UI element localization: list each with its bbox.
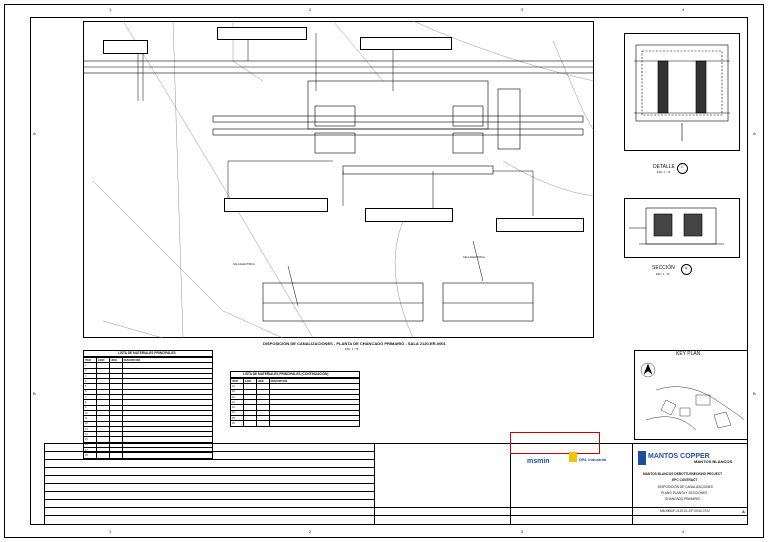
col-marker-3: 3: [521, 7, 524, 12]
section-bubble: [681, 264, 692, 275]
detail-label: DETALLE: [653, 164, 675, 170]
col-marker-4: 4: [682, 7, 685, 12]
table-cell: [121, 452, 214, 459]
section-label: SECCIÓN: [652, 265, 675, 271]
section-frame: [624, 198, 740, 258]
detail-scale: ESC: 1 : 10: [657, 171, 671, 174]
col-marker-1-bottom: 1: [109, 529, 112, 534]
contract-name: EPC CONTRACT: [672, 478, 698, 482]
section-scale: ESC: 1 : 10: [656, 273, 670, 276]
callout-note-5: [365, 208, 453, 222]
row-marker-b-right: B: [753, 391, 756, 396]
plan-drawing: [83, 21, 594, 338]
table-row: 26: [230, 420, 361, 427]
drawing-title-3: CHANCADO PRIMARIO: [665, 497, 700, 501]
key-plan-title: KEY PLAN: [676, 351, 701, 357]
outer-frame: [4, 4, 764, 538]
callout-note-1: [103, 40, 148, 54]
col-marker-2: 2: [309, 7, 312, 12]
table-cell: [95, 452, 110, 459]
room-label-left: SALA ELECTRICA: [233, 263, 255, 266]
plan-viewport: [83, 21, 594, 338]
table-row: 8: [83, 399, 214, 406]
key-plan-map: [640, 362, 745, 431]
site-name: MANTOS BLANCOS: [694, 459, 733, 464]
plan-scale: ESC: 1 : 75: [345, 348, 359, 351]
title-block: [44, 443, 748, 525]
materials-cont-header: [230, 371, 360, 378]
key-plan-frame: [634, 350, 748, 440]
col-marker-3-bottom: 3: [521, 529, 524, 534]
col-marker-2-bottom: 2: [309, 529, 312, 534]
detail-drawing: [634, 44, 730, 141]
table-cell: [255, 420, 270, 427]
callout-note-6: [496, 218, 584, 232]
callout-note-3: [360, 37, 452, 50]
room-label-right: SALA ELECTRICA: [463, 256, 485, 259]
revision: A: [742, 509, 745, 514]
drawing-title-1: DISPOSICIÓN DE CANALIZACIONES: [658, 485, 713, 489]
drawing-title-2: PLANO PLANTA Y SECCIONES: [661, 491, 708, 495]
client-logo-badge: [638, 451, 646, 465]
materials-main-title: LISTA DE MATERIALES PRINCIPALES: [118, 351, 176, 355]
detail-frame: [624, 33, 740, 151]
red-note-box: [510, 432, 600, 454]
materials-cont-title: LISTA DE MATERIALES PRINCIPALES (CONTINU…: [243, 372, 329, 376]
project-name: MANTOS BLANCOS DEBOTTLENECKING PROJECT: [643, 472, 723, 476]
row-marker-a-right: A: [753, 131, 756, 136]
drawing-number: MB-MBDP-2120-EL-EP-0040-0702: [660, 509, 710, 513]
row-marker-a: A: [33, 131, 36, 136]
contractor-logo-drl: DRL Industrial: [579, 457, 607, 462]
table-cell: [268, 420, 361, 427]
row-marker-b: B: [33, 391, 36, 396]
detail-number: 1: [681, 165, 683, 169]
callout-note-4: [224, 198, 328, 212]
col-marker-1: 1: [109, 7, 112, 12]
materials-main-header: [83, 350, 213, 357]
table-row: 18: [83, 452, 214, 459]
section-drawing: [629, 207, 724, 245]
contractor-logo-drl-badge: [569, 452, 577, 462]
contractor-logo-msmin: msmin: [527, 458, 550, 465]
client-logo: MANTOS COPPER: [648, 453, 710, 460]
col-marker-4-bottom: 4: [682, 529, 685, 534]
detail-bubble: [677, 163, 688, 174]
table-cell: 26: [230, 420, 244, 427]
section-number: A: [685, 266, 688, 270]
table-cell: [242, 420, 257, 427]
callout-note-2: [217, 27, 307, 40]
plan-title: DISPOSICIÓN DE CANALIZACIONES - PLANTA D…: [263, 341, 446, 346]
